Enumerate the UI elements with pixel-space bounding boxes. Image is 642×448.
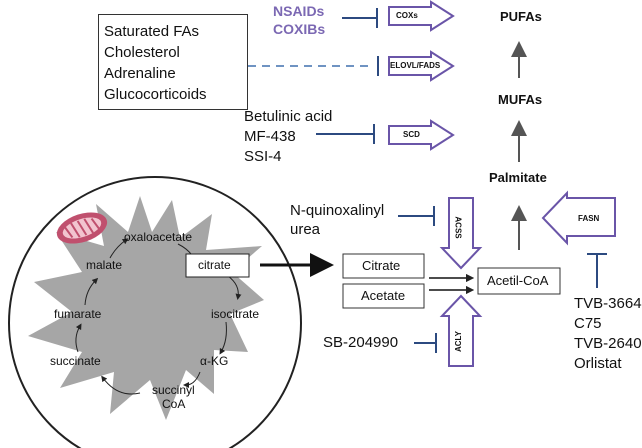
inhibitor-c75: C75 [574, 315, 602, 332]
cox-block-arrow [388, 0, 455, 32]
product-mufas: MUFAs [498, 92, 543, 107]
tca-oxaloacetate: oxaloacetate [124, 230, 193, 244]
inhibitor-ssi-4: SSI-4 [244, 148, 282, 165]
tca-arrow-4 [183, 371, 201, 388]
product-pufas: PUFAs [500, 9, 542, 24]
mitochondrion-icon [56, 212, 108, 244]
tca-arrow-5 [101, 375, 141, 395]
inhibitor-mf-438: MF-438 [244, 128, 296, 145]
elovl-block-arrow [388, 50, 455, 82]
product-acetate: Acetate [361, 288, 406, 303]
inputs-box [98, 14, 248, 110]
tca-akg: α-KG [200, 354, 229, 368]
tca-arrow-8 [109, 238, 129, 259]
cycle-citrate-box [185, 253, 250, 278]
inhibitor-tvb-2640: TVB-2640 [574, 335, 642, 352]
acetil-coa-box [477, 267, 561, 295]
scd-block-arrow [388, 119, 455, 151]
input-adrenaline: Adrenaline [104, 65, 176, 82]
tca-arrow-7 [84, 277, 99, 306]
tca-citrate: citrate [198, 258, 231, 272]
tca-arrow-2 [227, 275, 242, 300]
tca-coa: CoA [162, 397, 186, 411]
input-cholesterol: Cholesterol [104, 44, 180, 61]
acss-block-arrow [439, 197, 483, 270]
enzyme-elovl-label: ELOVL/FADS [390, 61, 441, 70]
enzyme-acly-label: ACLY [454, 330, 464, 353]
product-citrate: Citrate [362, 258, 401, 273]
enzyme-cox-label: COXs [396, 11, 418, 20]
inhibitor-orlistat: Orlistat [574, 355, 622, 372]
citrate-box [342, 253, 425, 279]
input-saturated-fas: Saturated FAs [104, 23, 200, 40]
inhibitor-urea: urea [290, 221, 321, 238]
tca-arrow-3 [219, 321, 227, 355]
input-glucocorticoids: Glucocorticoids [104, 86, 207, 103]
tca-succinate: succinate [50, 354, 101, 368]
tca-fumarate: fumarate [54, 307, 102, 321]
inhibitor-sb-204990: SB-204990 [323, 334, 399, 351]
enzyme-acss-label: ACSS [453, 216, 463, 239]
enzyme-fasn-label: FASN [578, 214, 600, 223]
fasn-block-arrow [541, 190, 616, 246]
inhibitor-nsaids: NSAIDs [273, 3, 325, 19]
product-acetil-coa: Acetil-CoA [487, 273, 549, 288]
acly-block-arrow [439, 294, 483, 367]
enzyme-scd-label: SCD [403, 130, 420, 139]
tca-arrow-6 [75, 323, 82, 353]
inhibitor-betulinic-acid: Betulinic acid [244, 108, 333, 125]
inhibitor-n-quinoxalinyl: N-quinoxalinyl [290, 202, 385, 219]
mitochondria-matrix-shape [28, 196, 264, 420]
tca-malate: malate [86, 258, 123, 272]
product-palmitate: Palmitate [489, 170, 547, 185]
inhibitor-coxibs: COXIBs [273, 21, 326, 37]
tca-succinyl: succinyl [152, 383, 195, 397]
tca-isocitrate: isocitrate [211, 307, 260, 321]
acetate-box [342, 283, 425, 309]
inhibitor-tvb-3664: TVB-3664 [574, 295, 642, 312]
